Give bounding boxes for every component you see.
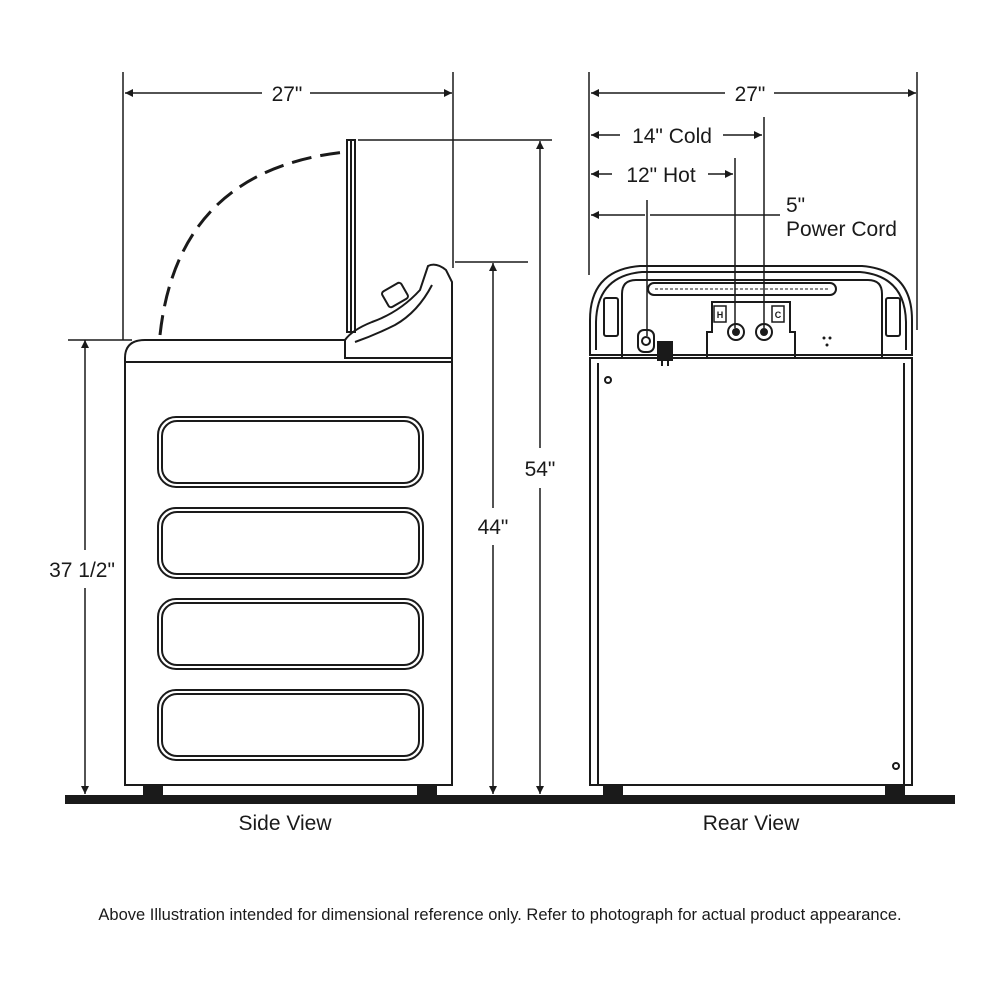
power-cord-label: Power Cord xyxy=(786,218,897,241)
side-height-cabinet-label: 37 1/2" xyxy=(49,559,115,582)
cold-marker: C xyxy=(775,310,782,320)
cold-dimension-label: 14" Cold xyxy=(632,125,712,148)
side-height-console-label: 44" xyxy=(478,516,509,539)
floor-line xyxy=(65,795,955,804)
side-width-label: 27" xyxy=(272,83,303,106)
rear-panel-dots xyxy=(822,336,832,347)
rear-view-washer xyxy=(589,265,913,796)
side-height-lid-label: 54" xyxy=(525,458,556,481)
power-cord-value: 5" xyxy=(786,194,805,217)
rear-width-label: 27" xyxy=(735,83,766,106)
hot-marker: H xyxy=(717,310,724,320)
side-dimension-lines xyxy=(68,72,552,794)
side-view-caption: Side View xyxy=(238,812,332,835)
rear-dimension-lines xyxy=(588,72,918,336)
rear-view-caption: Rear View xyxy=(703,812,800,835)
lid-swing-arc xyxy=(158,150,346,336)
side-view-washer xyxy=(124,139,453,796)
hot-dimension-label: 12" Hot xyxy=(626,164,695,187)
footnote: Above Illustration intended for dimensio… xyxy=(98,906,902,924)
